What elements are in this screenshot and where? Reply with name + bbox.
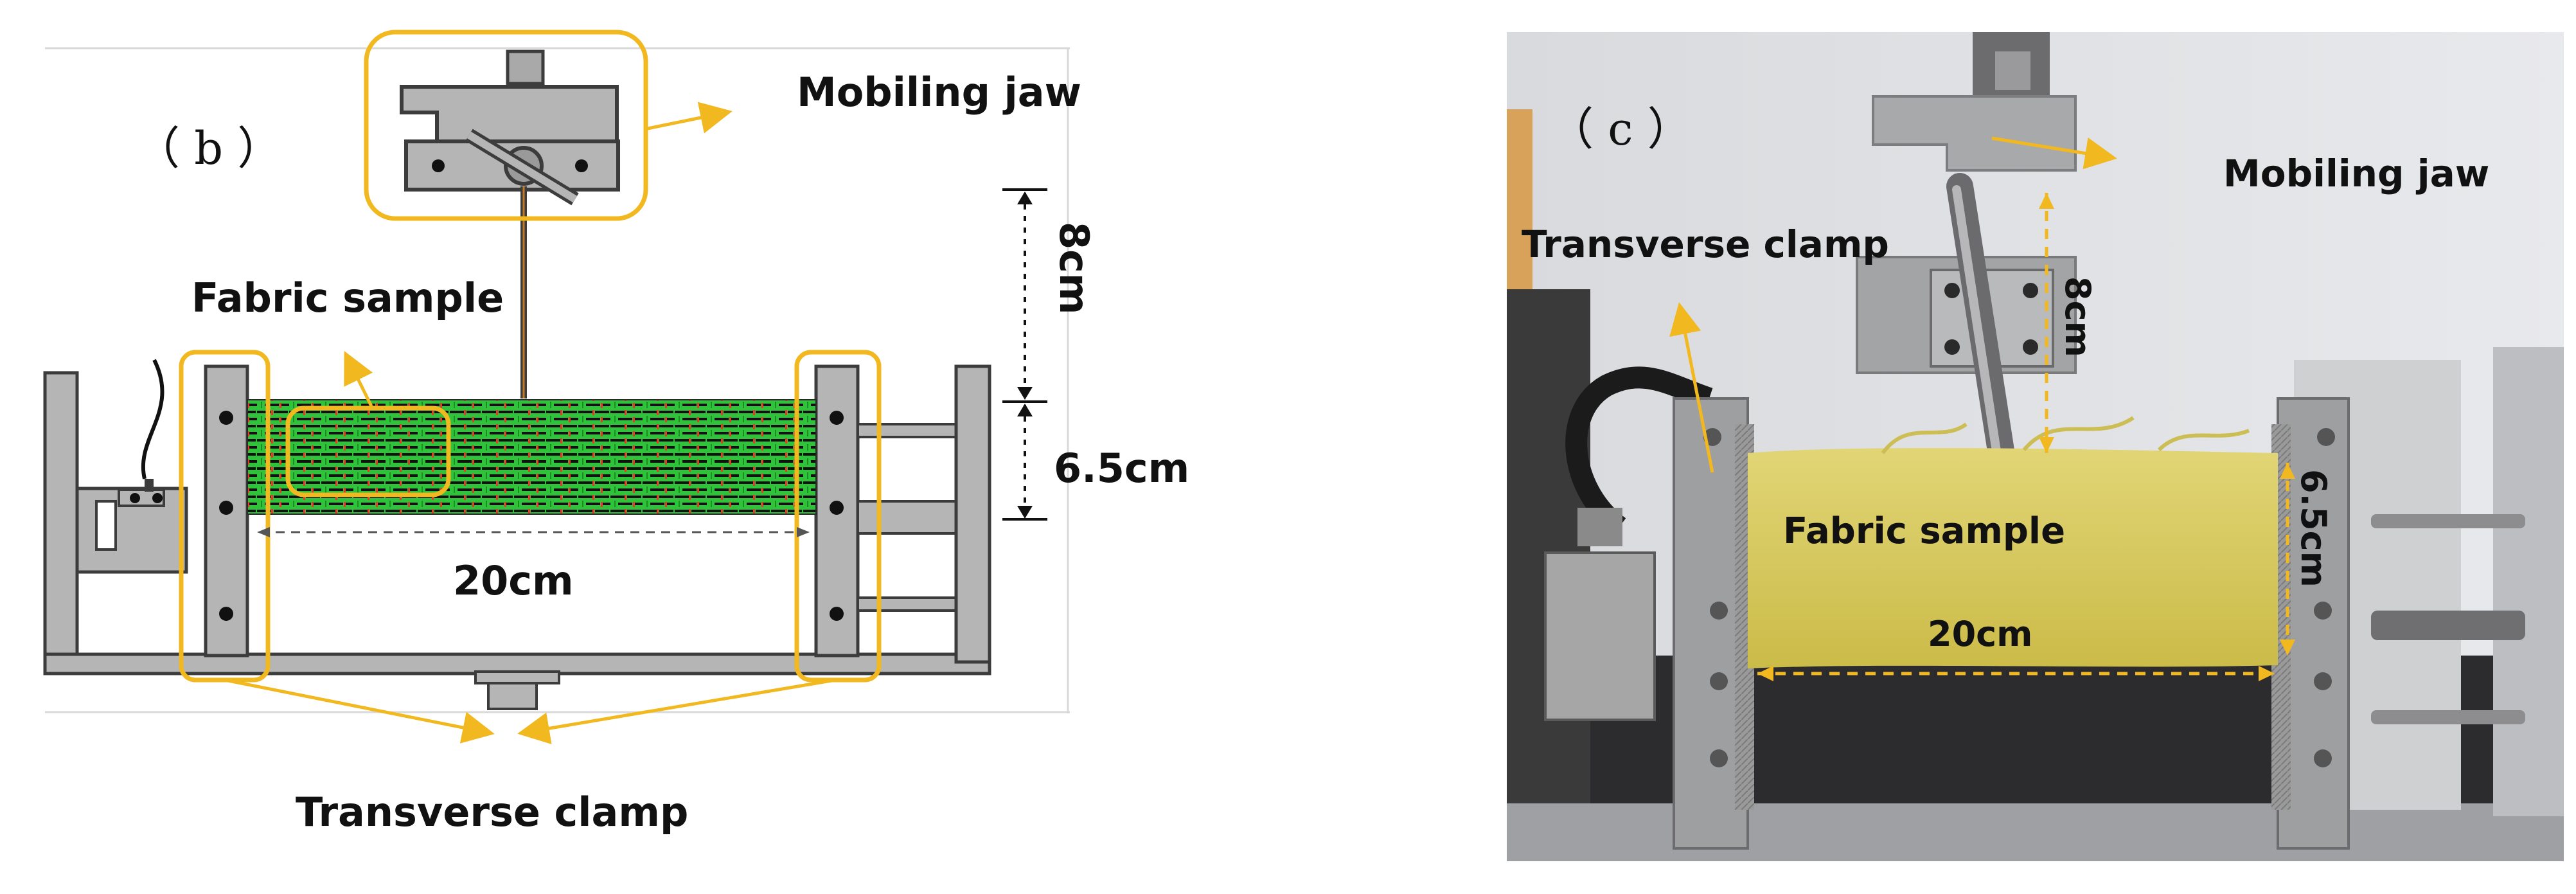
jaw-arrow-c: [1991, 136, 2117, 170]
dim-height-label-c: 8cm: [2057, 276, 2098, 357]
dim-width-label-b: 20cm: [453, 557, 574, 604]
jaw-arrow-b: [647, 102, 733, 134]
fabric-highlight-b: [285, 406, 451, 497]
panel-c-label: （ c ）: [1549, 103, 1692, 156]
transverse-clamp-label-b: Transverse clamp: [296, 789, 688, 836]
photo-rod-middle: [2371, 611, 2525, 640]
photo-rod-bottom: [2371, 710, 2525, 724]
dim-sample-height-b: [1002, 404, 1047, 521]
photo-cable: [1565, 366, 1713, 536]
dim-width-b: [257, 527, 810, 537]
photo-rod-top: [2371, 514, 2525, 528]
mobiling-jaw-label-b: Mobiling jaw: [797, 69, 1081, 116]
photo-fabric-sample: [1748, 448, 2278, 668]
photo-fabric-fringe: [1881, 416, 2250, 454]
fabric-arrow-b: [344, 351, 373, 407]
panel-c: （ c ） Mobiling jaw Transverse clamp Fabr…: [1507, 32, 2564, 861]
dim-sample-height-label-b: 6.5cm: [1054, 445, 1189, 492]
dim-height-label-b: 8cm: [1051, 222, 1097, 315]
right-clamp-highlight-b: [794, 350, 882, 683]
right-clamp-arrow-b: [517, 678, 836, 744]
dim-height-b: [1002, 188, 1047, 400]
photo-cable-gland: [1577, 508, 1622, 546]
photo-base-plate: [1507, 803, 2564, 861]
mobiling-jaw-label-c: Mobiling jaw: [2223, 152, 2489, 195]
clamp-arrow-c: [1669, 302, 1714, 473]
jaw-highlight-b: [364, 30, 648, 221]
panel-b: （ b ） Mobiling jaw: [43, 30, 1189, 836]
test-rig-b: [43, 359, 991, 710]
fabric-sample-label-c: Fabric sample: [1783, 510, 2065, 552]
photo-load-cell: [1544, 551, 1656, 721]
transverse-clamp-label-c: Transverse clamp: [1522, 222, 1889, 266]
fabric-sample-label-b: Fabric sample: [191, 274, 504, 321]
left-clamp-arrow-b: [224, 678, 495, 744]
photo-left-device: [1507, 109, 1532, 289]
photo-jaw-top: [1872, 95, 2077, 172]
mobiling-jaw-b: [400, 49, 620, 398]
left-clamp-highlight-b: [179, 350, 271, 683]
panel-b-label: （ b ）: [135, 122, 282, 175]
photo-right-column: [2493, 347, 2564, 816]
dim-width-label-c: 20cm: [1928, 614, 2032, 654]
photo-actuator-nut: [1995, 51, 2030, 90]
dim-sample-height-label-c: 6.5cm: [2293, 469, 2334, 587]
